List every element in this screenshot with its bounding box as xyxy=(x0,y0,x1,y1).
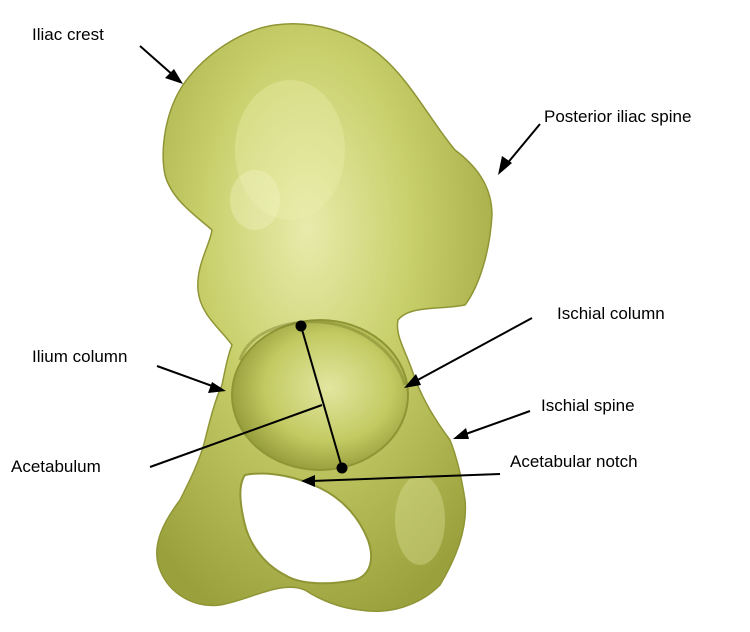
diameter-endpoint-top xyxy=(296,321,307,332)
ischium-highlight xyxy=(395,475,445,565)
iliac-wing-highlight-2 xyxy=(230,170,280,230)
iliac-crest-arrow xyxy=(140,46,174,76)
label-acetabulum: Acetabulum xyxy=(11,457,101,476)
hip-bone-illustration xyxy=(157,24,492,612)
ilium-column-arrow xyxy=(157,366,215,387)
posterior-iliac-spine-arrow xyxy=(506,124,540,165)
ischial-spine-arrow xyxy=(463,411,530,435)
label-ischial-column: Ischial column xyxy=(557,304,665,323)
label-acetabular-notch: Acetabular notch xyxy=(510,452,638,471)
label-iliac-crest: Iliac crest xyxy=(32,25,104,44)
diameter-endpoint-bottom xyxy=(337,463,348,474)
label-ischial-spine: Ischial spine xyxy=(541,396,635,415)
ischial-column-arrow xyxy=(414,318,532,382)
label-ilium-column: Ilium column xyxy=(32,347,127,366)
ischial-spine-arrowhead xyxy=(453,428,469,439)
label-posterior-iliac-spine: Posterior iliac spine xyxy=(544,107,691,126)
